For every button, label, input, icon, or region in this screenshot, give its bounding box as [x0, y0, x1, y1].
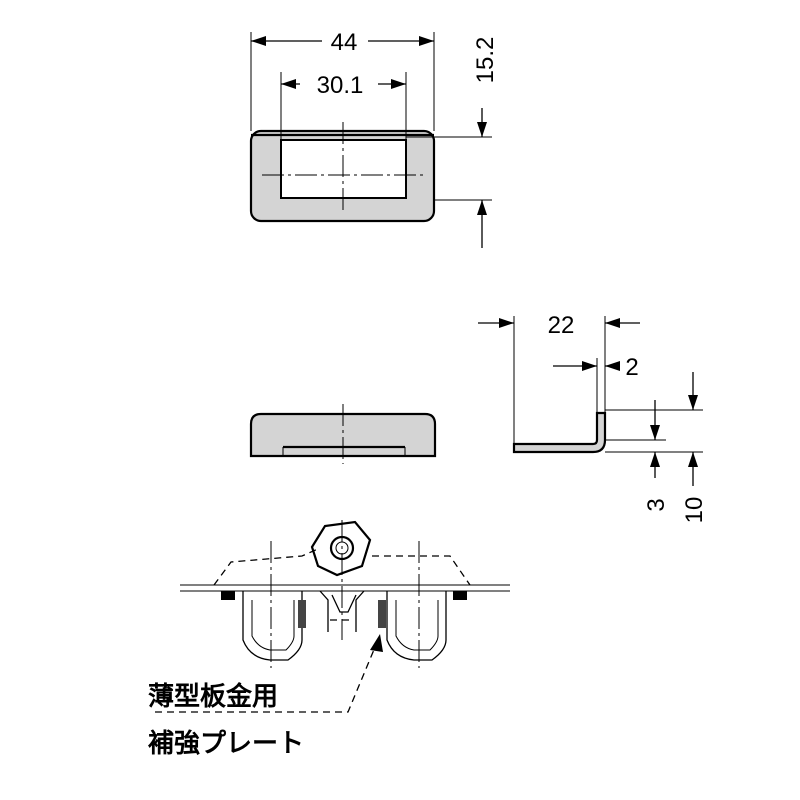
arrow-10-top	[688, 395, 698, 410]
dim-label-10: 10	[681, 497, 708, 524]
arrow-2-left	[582, 361, 597, 371]
note-line-2: 補強プレート	[147, 729, 304, 759]
dim-label-3: 3	[643, 498, 670, 511]
dim-label-152: 15.2	[472, 37, 499, 84]
left-clip	[221, 591, 235, 600]
front-view-body	[249, 412, 437, 458]
leader-line	[150, 639, 379, 713]
arrow-3-top	[650, 425, 660, 440]
dim-label-44: 44	[331, 29, 358, 56]
right-housing	[386, 591, 447, 661]
arrow-301-right	[391, 79, 406, 89]
left-housing-inner	[251, 600, 295, 651]
arrow-2-right	[605, 361, 620, 371]
dim-label-2: 2	[625, 354, 638, 381]
arrow-44-left	[251, 36, 266, 46]
side-view: 22 2 3 10	[478, 312, 708, 523]
left-plate-tab	[298, 600, 306, 628]
leader-arrow	[370, 634, 383, 652]
center-plate	[319, 590, 365, 632]
arrow-22-right	[605, 318, 620, 328]
right-plate-tab	[378, 600, 386, 628]
arrow-44-right	[419, 36, 434, 46]
top-view: 44 30.1 15.2	[249, 29, 499, 248]
note-line-1: 薄型板金用	[148, 681, 278, 712]
arrow-22-left	[499, 318, 514, 328]
side-view-profile	[512, 411, 607, 454]
arrow-3-bottom	[650, 452, 660, 467]
dim-label-301: 30.1	[317, 72, 364, 99]
left-housing	[242, 591, 303, 661]
arrow-152-top	[477, 122, 487, 137]
front-view	[249, 404, 437, 464]
arrow-152-bottom	[477, 200, 487, 215]
hidden-fitting-outline	[213, 547, 471, 586]
dim-label-22: 22	[548, 312, 575, 339]
arrow-10-bottom	[688, 452, 698, 467]
right-housing-inner	[395, 600, 439, 651]
right-clip	[453, 591, 467, 600]
assembly-view	[150, 520, 510, 713]
hinge-knuckle	[310, 520, 372, 577]
arrow-301-left	[281, 79, 296, 89]
